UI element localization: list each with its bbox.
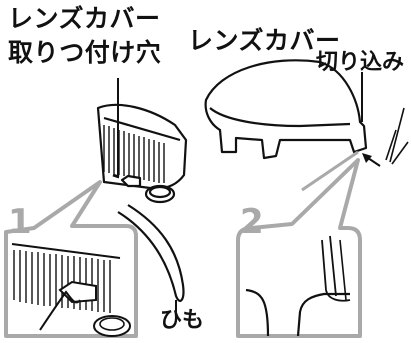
- lens-cover: [204, 59, 368, 160]
- step-2-number: 2: [240, 202, 264, 242]
- notch-label: 切り込み: [316, 50, 405, 75]
- string-label: ひも: [160, 308, 205, 333]
- detail-callout-2: [236, 158, 362, 338]
- lens-cover-label: レンズカバー: [188, 26, 341, 55]
- projector-body: [96, 103, 188, 204]
- mount-hole-label-line2: 取りつ付け穴: [8, 38, 162, 67]
- step-1-number: 1: [8, 202, 32, 242]
- notch-arrow: [362, 153, 381, 167]
- string: [117, 204, 185, 302]
- detail-callout-1: [4, 180, 138, 338]
- mount-hole-label-line1: レンズカバー: [8, 4, 161, 33]
